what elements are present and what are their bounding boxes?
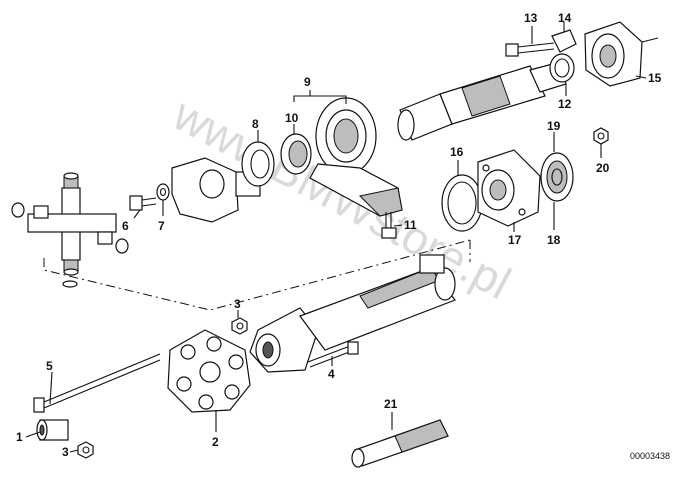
clamp-ring-12 — [549, 53, 575, 83]
lock-plate-14 — [551, 29, 577, 53]
bolt-5 — [33, 353, 161, 413]
grease-tube — [351, 419, 449, 468]
bearing-10 — [280, 133, 312, 175]
callout-9: 9 — [304, 75, 311, 89]
callout-3-lower: 3 — [62, 445, 69, 459]
seal-18 — [540, 152, 574, 202]
nut-3-lower — [77, 441, 94, 459]
center-bearing-9 — [309, 97, 403, 217]
universal-joint — [11, 172, 129, 288]
callout-15: 15 — [648, 71, 662, 85]
flange-15 — [584, 21, 659, 87]
callout-8: 8 — [252, 117, 259, 131]
callout-21: 21 — [384, 397, 398, 411]
callout-3-upper: 3 — [234, 297, 241, 311]
washer-7 — [156, 183, 170, 201]
callout-2: 2 — [212, 435, 219, 449]
callout-16: 16 — [450, 145, 464, 159]
snap-ring-16 — [441, 174, 483, 232]
callout-12: 12 — [558, 97, 572, 111]
sleeve-1 — [36, 419, 69, 441]
front-shaft — [249, 254, 456, 373]
callout-5: 5 — [46, 359, 53, 373]
bolt-11 — [381, 212, 397, 239]
callout-14: 14 — [558, 11, 572, 25]
assembly-line-left — [43, 239, 471, 311]
flex-disc — [167, 329, 251, 413]
callout-10: 10 — [285, 111, 299, 125]
callout-1: 1 — [16, 430, 23, 444]
callout-6: 6 — [122, 219, 129, 233]
callout-4: 4 — [328, 367, 335, 381]
rear-shaft — [397, 61, 567, 141]
coupling-17 — [477, 149, 541, 227]
callout-19: 19 — [547, 119, 561, 133]
callout-11: 11 — [404, 218, 417, 232]
bolt-4 — [307, 341, 359, 368]
callout-13: 13 — [524, 11, 538, 25]
nut-3-upper — [231, 317, 248, 335]
callout-7: 7 — [158, 219, 165, 233]
nut-20 — [593, 127, 609, 145]
bolt-13 — [505, 42, 555, 57]
seal-ring-8 — [241, 141, 275, 187]
bolt-6 — [129, 195, 157, 211]
reference-number: 00003438 — [630, 451, 670, 461]
callout-17: 17 — [508, 233, 522, 247]
callout-20: 20 — [596, 161, 610, 175]
callout-18: 18 — [547, 233, 561, 247]
